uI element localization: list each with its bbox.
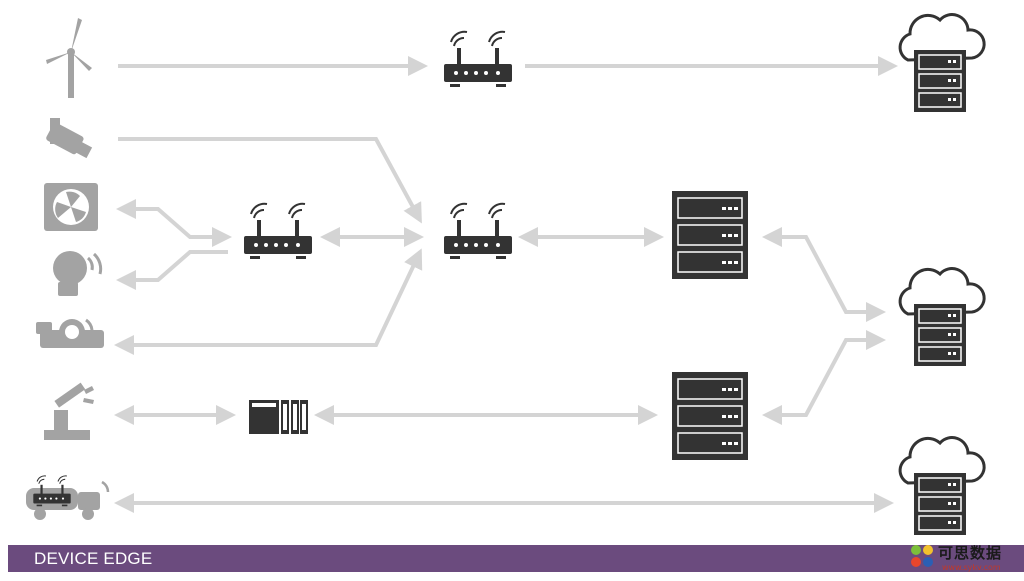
- plc-controller-icon: [249, 400, 308, 434]
- connection-arrows: [114, 56, 898, 513]
- arrow-pipe-to-router: [114, 248, 423, 355]
- pipe-sensor-icon: [36, 318, 104, 348]
- robot-arm-icon: [44, 382, 94, 440]
- arrow-camera-to-router: [118, 137, 422, 224]
- server-rack-top-icon: [671, 190, 749, 280]
- arrow-bulb-link: [116, 250, 228, 290]
- fan-unit-icon: [44, 183, 98, 231]
- smart-bulb-icon: [53, 251, 103, 296]
- watermark-url: www.sykv.com: [942, 563, 1001, 572]
- device-edge-label: DEVICE EDGE: [34, 549, 153, 568]
- cloud-server-middle-icon: [898, 267, 986, 368]
- watermark-logo: 可思数据 www.sykv.com: [908, 540, 1024, 580]
- arrow-server-top-to-cloud-mid: [762, 227, 886, 322]
- logo-dots-icon: [911, 545, 933, 567]
- arrow-server-bottom-to-cloud-mid: [762, 330, 886, 425]
- cloud-server-bottom-icon: [898, 436, 986, 537]
- watermark-brand: 可思数据: [938, 544, 1003, 562]
- router-top-icon: [443, 30, 513, 88]
- cloud-server-top-icon: [898, 13, 986, 114]
- wind-turbine-icon: [46, 18, 92, 98]
- footer-bar: DEVICE EDGE: [8, 545, 1024, 572]
- arrow-fan-link: [116, 199, 232, 247]
- security-camera-icon: [46, 118, 93, 159]
- router-center-icon: [443, 202, 513, 260]
- server-rack-bottom-icon: [671, 371, 749, 461]
- router-left-icon: [243, 202, 313, 260]
